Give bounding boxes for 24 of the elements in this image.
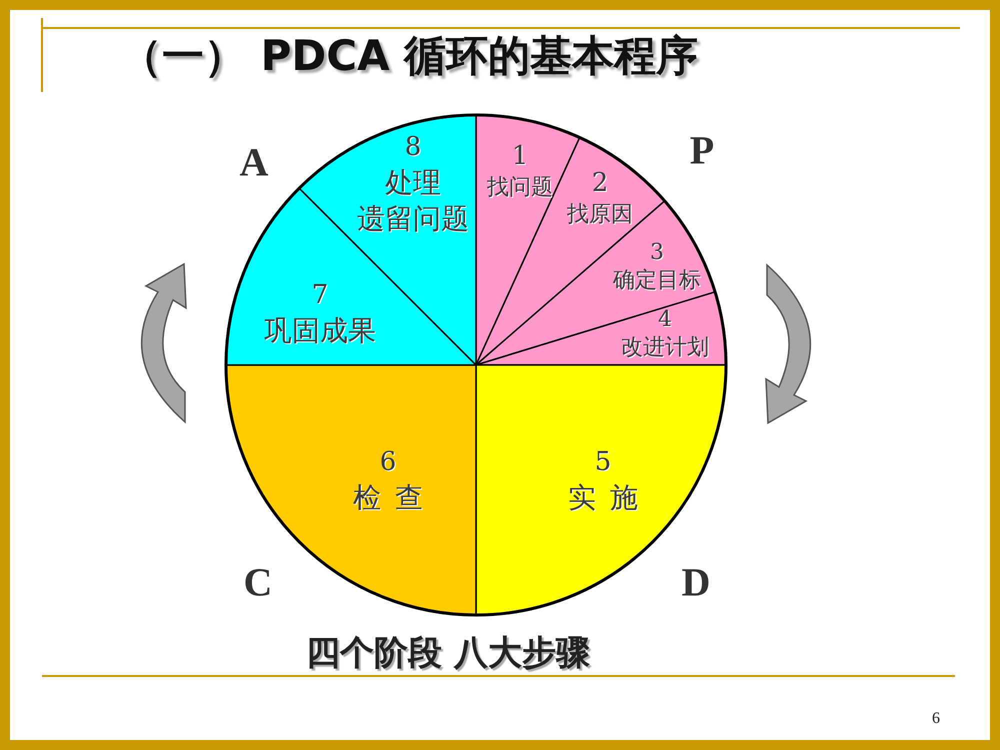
slide-title: （一） PDCA 循环的基本程序 xyxy=(120,30,698,82)
step-number: 4 xyxy=(657,306,673,334)
step-label: 找原因 xyxy=(567,200,633,229)
phase-letter: A xyxy=(240,138,268,186)
phase-letter: D xyxy=(682,558,710,606)
step-label: 处理 xyxy=(384,164,442,201)
caption: 四个阶段 八大步骤 xyxy=(306,632,590,675)
step-label: 确定目标 xyxy=(613,267,701,296)
phase-letter: C xyxy=(244,558,272,606)
step-label: 遗留问题 xyxy=(357,201,469,238)
step-number: 1 xyxy=(510,140,530,174)
step-number: 5 xyxy=(594,446,612,480)
step-number: 3 xyxy=(649,238,665,267)
step-label: 实施 xyxy=(567,480,652,516)
step-number: 7 xyxy=(310,279,330,312)
step-number: 8 xyxy=(404,131,422,164)
step-number: 6 xyxy=(378,446,398,480)
step-number: 2 xyxy=(590,167,610,200)
step-label: 找问题 xyxy=(487,174,553,202)
phase-letter: P xyxy=(690,126,714,174)
step-label: 改进计划 xyxy=(621,334,709,362)
page-number: 6 xyxy=(932,710,940,728)
step-label: 检查 xyxy=(352,480,437,516)
step-label: 巩固成果 xyxy=(264,312,376,349)
